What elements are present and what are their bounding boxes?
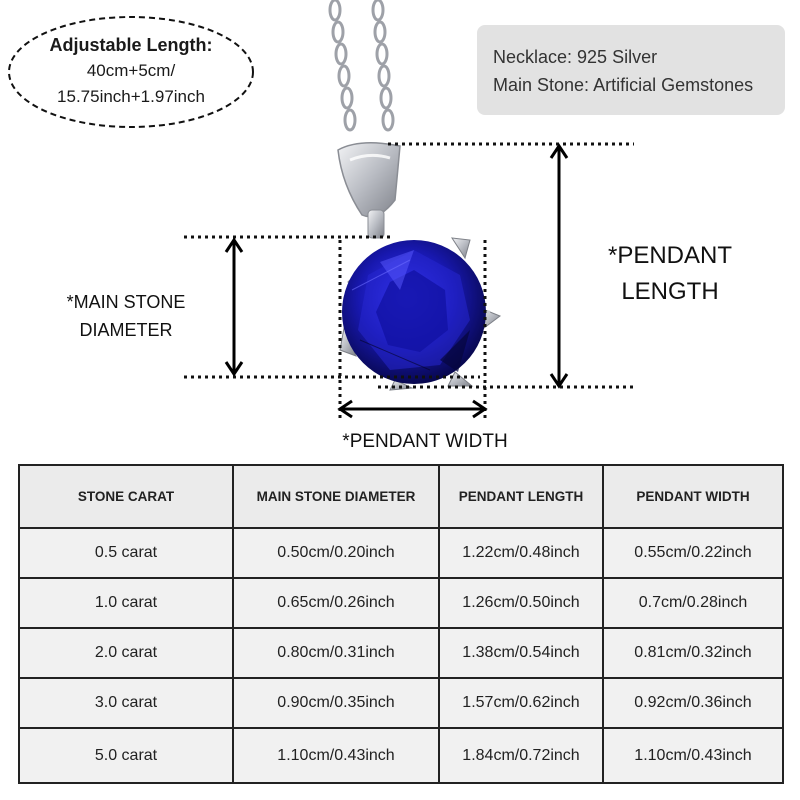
badge-outline [8,16,254,128]
badge-length-inch: 15.75inch+1.97inch [57,87,205,106]
table-cell: 0.80cm/0.31inch [234,629,440,679]
pendant-length-arrow [549,143,569,389]
size-table-grid: STONE CARAT MAIN STONE DIAMETER PENDANT … [20,466,782,782]
pendant-illustration [184,0,634,420]
main-stone-material: Main Stone: Artificial Gemstones [493,75,754,95]
table-header-pendant-length: PENDANT LENGTH [440,466,604,529]
table-cell: 1.26cm/0.50inch [440,579,604,629]
gemstone [342,240,486,384]
size-table: STONE CARAT MAIN STONE DIAMETER PENDANT … [18,464,784,784]
table-cell: 5.0 carat [20,729,234,782]
table-cell: 1.38cm/0.54inch [440,629,604,679]
table-cell: 0.55cm/0.22inch [604,529,782,579]
table-cell: 3.0 carat [20,679,234,729]
table-cell: 0.7cm/0.28inch [604,579,782,629]
table-header-stone-carat: STONE CARAT [20,466,234,529]
table-cell: 0.65cm/0.26inch [234,579,440,629]
table-header-pendant-width: PENDANT WIDTH [604,466,782,529]
pendant-length-label-line2: LENGTH [621,278,719,305]
main-stone-diameter-label-line2: DIAMETER [79,320,173,340]
pendant-length-label-line1: *PENDANT [607,242,733,269]
table-cell: 0.81cm/0.32inch [604,629,782,679]
table-cell: 1.22cm/0.48inch [440,529,604,579]
badge-title: Adjustable Length: [49,35,213,55]
table-header-main-stone-diameter: MAIN STONE DIAMETER [234,466,440,529]
main-stone-diameter-label: *MAIN STONE DIAMETER [36,288,216,344]
pendant-width-label: *PENDANT WIDTH [342,431,508,452]
material-spec-box: Necklace: 925 Silver Main Stone: Artific… [477,25,785,115]
dimension-guides [184,142,634,420]
main-stone-diameter-label-line1: *MAIN STONE [66,292,186,312]
table-cell: 0.50cm/0.20inch [234,529,440,579]
table-cell: 1.57cm/0.62inch [440,679,604,729]
table-cell: 0.90cm/0.35inch [234,679,440,729]
table-cell: 1.10cm/0.43inch [604,729,782,782]
necklace-material: Necklace: 925 Silver [493,47,658,67]
pendant-bail [337,142,401,239]
pendant-length-label: *PENDANT LENGTH [590,238,750,310]
table-cell: 0.5 carat [20,529,234,579]
chain [328,0,395,132]
table-cell: 1.0 carat [20,579,234,629]
table-cell: 1.10cm/0.43inch [234,729,440,782]
table-cell: 0.92cm/0.36inch [604,679,782,729]
badge-length-cm: 40cm+5cm/ [86,61,176,80]
stone-diameter-arrow [224,237,244,377]
table-cell: 1.84cm/0.72inch [440,729,604,782]
table-cell: 2.0 carat [20,629,234,679]
adjustable-length-badge: Adjustable Length: 40cm+5cm/ 15.75inch+1… [6,14,256,130]
pendant-width-arrow [337,399,488,419]
